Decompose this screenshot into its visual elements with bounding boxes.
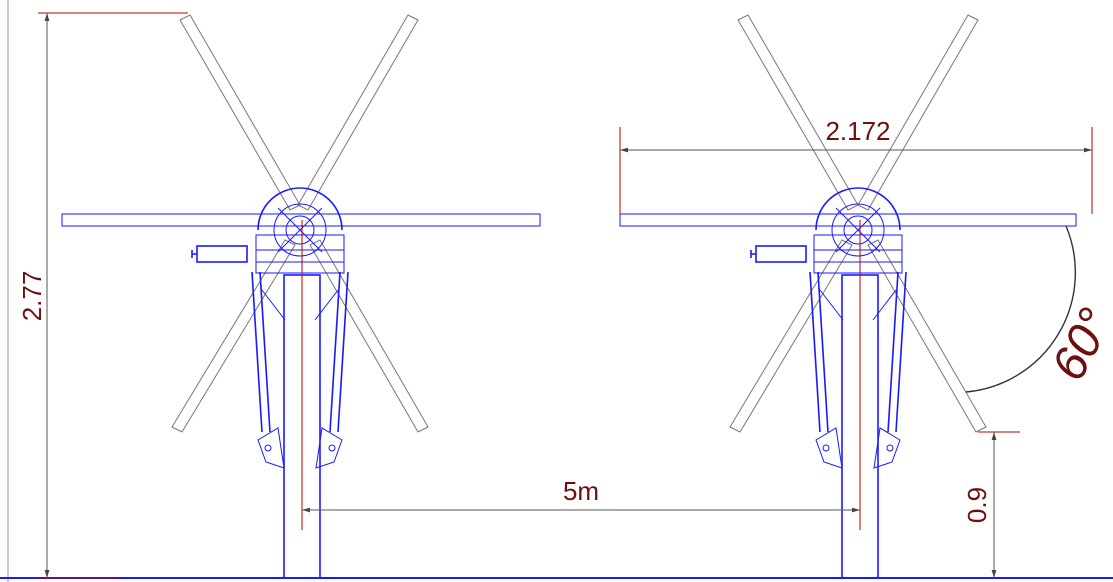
arm-width-dimension: 2.172	[619, 116, 1093, 214]
spacing-label: 5m	[563, 476, 599, 506]
angle-dimension: 60°	[965, 225, 1113, 393]
height-label: 2.77	[17, 271, 47, 322]
right-turbine-struts	[809, 271, 907, 433]
left-turbine-arm	[61, 213, 541, 227]
right-turbine-motor	[750, 245, 807, 263]
right-turbine	[619, 14, 1077, 579]
right-turbine-hub	[813, 187, 903, 274]
height-dimension: 2.77	[17, 12, 188, 579]
base-height-label: 0.9	[962, 487, 992, 523]
left-turbine-struts	[251, 271, 349, 433]
left-turbine-motor	[191, 245, 248, 263]
right-turbine-brackets	[815, 427, 901, 469]
left-turbine-blades	[171, 14, 429, 433]
right-turbine-mast	[841, 220, 879, 579]
right-turbine-arm	[619, 213, 1077, 227]
right-turbine-blades	[729, 14, 987, 433]
left-turbine-mast	[283, 220, 321, 579]
angle-label: 60°	[1042, 300, 1113, 389]
arm-width-label: 2.172	[825, 116, 890, 146]
spacing-dimension: 5m	[302, 476, 860, 513]
left-turbine-hub	[255, 187, 345, 274]
left-turbine	[61, 14, 541, 579]
base-height-dimension: 0.9	[962, 431, 1020, 578]
left-turbine-brackets	[257, 427, 343, 469]
